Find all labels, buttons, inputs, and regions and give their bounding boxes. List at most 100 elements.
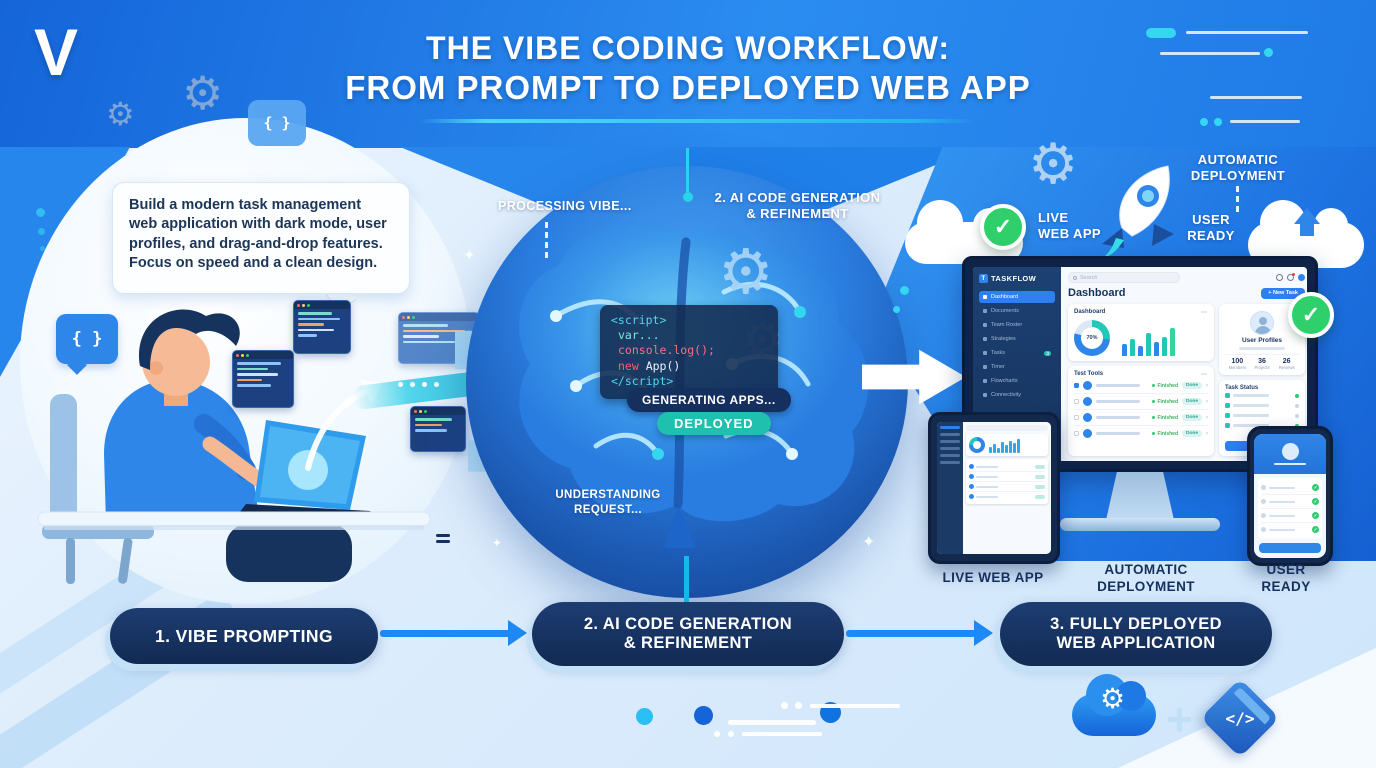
generation-label-line1: 2. AI CODE GENERATION	[714, 190, 881, 205]
row-pill: Done	[1182, 382, 1202, 389]
stat-value: 100	[1231, 357, 1244, 365]
gear-icon: ⚙	[1100, 683, 1126, 714]
dot-decoration	[40, 246, 45, 251]
live-label-line2: WEB APP	[1038, 226, 1101, 242]
caption-user-ready: USER READY	[1236, 562, 1336, 596]
sidebar-item-strategies[interactable]: Strategies	[979, 333, 1055, 345]
step-2-pill: 2. AI CODE GENERATION & REFINEMENT	[532, 602, 844, 666]
sparkle-icon: ✦	[492, 536, 503, 550]
chevron-right-icon[interactable]: ›	[1206, 430, 1208, 437]
understanding-line2: REQUEST...	[574, 503, 642, 516]
caption-automatic-deployment: AUTOMATIC DEPLOYMENT	[1076, 562, 1216, 596]
task-row[interactable]: Finished Done›	[1074, 394, 1208, 410]
step-3-label-line1: 3. FULLY DEPLOYED	[1050, 614, 1222, 633]
auto-label-line1: AUTOMATIC	[1197, 152, 1279, 167]
check-icon: ✓	[1312, 498, 1319, 505]
step-connector	[684, 556, 689, 602]
gear-icon: ⚙	[718, 238, 774, 307]
line-decoration	[742, 732, 822, 736]
chevron-right-icon[interactable]: ›	[1206, 414, 1208, 421]
code-line: <script>	[611, 313, 667, 327]
phone-row: ✓	[1261, 523, 1319, 536]
understanding-line1: UNDERSTANDING	[555, 489, 661, 501]
generation-stage-label: 2. AI CODE GENERATION & REFINEMENT	[700, 190, 895, 223]
task-row[interactable]: Finished Done›	[1074, 426, 1208, 441]
step-arrow-head	[974, 620, 993, 646]
status-row	[1225, 401, 1299, 411]
dashed-connector	[545, 222, 548, 258]
chevron-right-icon[interactable]: ›	[1206, 398, 1208, 405]
search-input[interactable]: Search	[1068, 272, 1180, 283]
step-3-label-line2: WEB APPLICATION	[1056, 634, 1216, 652]
code-line: </script>	[611, 373, 674, 388]
check-badge-icon: ✓	[1288, 292, 1334, 338]
sidebar-item-connectivity[interactable]: Connectivity	[979, 389, 1055, 401]
circuit-node	[1214, 118, 1222, 126]
tablet-donut-chart	[969, 437, 985, 453]
code-snippet-panel: <script> var... console.log(); new App()…	[600, 305, 778, 399]
circuit-node	[1200, 118, 1208, 126]
code-line: var...	[618, 328, 660, 343]
caption-live-web-app: LIVE WEB APP	[942, 570, 1044, 585]
sidebar-item-team[interactable]: Team Roster	[979, 319, 1055, 331]
caption-user-line2: READY	[1261, 578, 1311, 594]
task-row[interactable]: Finished Done›	[1074, 378, 1208, 394]
nav-label: Strategies	[991, 336, 1016, 342]
code-braces-bubble: { }	[56, 314, 118, 364]
phone-row: ✓	[1261, 481, 1319, 495]
more-icon[interactable]: ⋯	[1201, 310, 1208, 316]
tablet-bar-chart	[989, 439, 1020, 453]
profile-subtitle-bar	[1239, 347, 1285, 350]
check-icon: ✓	[1312, 526, 1319, 533]
gear-icon: ⚙	[1028, 132, 1079, 195]
circuit-line	[1230, 120, 1300, 123]
row-pill: Done	[1182, 430, 1202, 437]
step-arrow-line	[380, 630, 510, 637]
settings-icon[interactable]	[1287, 273, 1295, 281]
taskflow-brand: T TASKFLOW	[979, 274, 1055, 283]
code-window	[232, 350, 294, 408]
user-ready-label: USER READY	[1178, 212, 1244, 245]
caption-auto-line1: AUTOMATIC	[1104, 562, 1188, 577]
title-line2: FROM PROMPT TO DEPLOYED WEB APP	[345, 69, 1031, 106]
tablet-device	[928, 412, 1060, 564]
new-task-button[interactable]: + New Task	[1261, 287, 1305, 299]
circuit-line	[1210, 96, 1302, 99]
sidebar-item-flowcharts[interactable]: Flowcharts	[979, 375, 1055, 387]
phone-task-card: ✓ ✓ ✓ ✓	[1258, 478, 1322, 539]
avatar[interactable]	[1298, 274, 1305, 281]
step-arrow-head	[508, 620, 527, 646]
code-line: console.log();	[618, 343, 715, 358]
task-row[interactable]: Finished Done›	[1074, 410, 1208, 426]
phone-primary-button[interactable]	[1259, 543, 1321, 553]
search-icon	[1073, 275, 1077, 280]
automatic-deployment-label: AUTOMATIC DEPLOYMENT	[1178, 152, 1298, 185]
sidebar-item-timer[interactable]: Timer	[979, 361, 1055, 373]
status-row	[1225, 421, 1299, 431]
user-label-line2: READY	[1187, 228, 1235, 244]
task-list-card: Test Tools⋯ Finished Done› Finished Done…	[1068, 366, 1214, 456]
sidebar-item-documents[interactable]: Documents	[979, 305, 1055, 317]
dot-decoration	[38, 228, 45, 235]
status-card-title: Task Status	[1225, 384, 1259, 391]
more-icon[interactable]: ⋯	[1201, 372, 1208, 378]
monitor-base	[1060, 518, 1220, 531]
braces-icon: { }	[71, 329, 103, 349]
step-2-label-line1: 2. AI CODE GENERATION	[583, 614, 793, 633]
chevron-right-icon[interactable]: ›	[1206, 382, 1208, 389]
phone-header	[1254, 434, 1326, 474]
avatar	[1250, 311, 1274, 335]
overview-card: Dashboard⋯ 70%	[1068, 304, 1214, 361]
nav-label: Flowcharts	[991, 378, 1018, 384]
step-arrow-line	[846, 630, 976, 637]
sidebar-item-dashboard[interactable]: Dashboard	[979, 291, 1055, 303]
dot-decoration	[636, 708, 653, 725]
line-decoration	[728, 720, 816, 725]
tick-decoration	[436, 534, 450, 537]
step-3-pill: 3. FULLY DEPLOYED WEB APPLICATION	[1000, 602, 1272, 666]
bell-icon[interactable]	[1276, 274, 1283, 281]
profile-card-title: User Profiles	[1241, 337, 1283, 344]
code-window	[293, 300, 351, 354]
